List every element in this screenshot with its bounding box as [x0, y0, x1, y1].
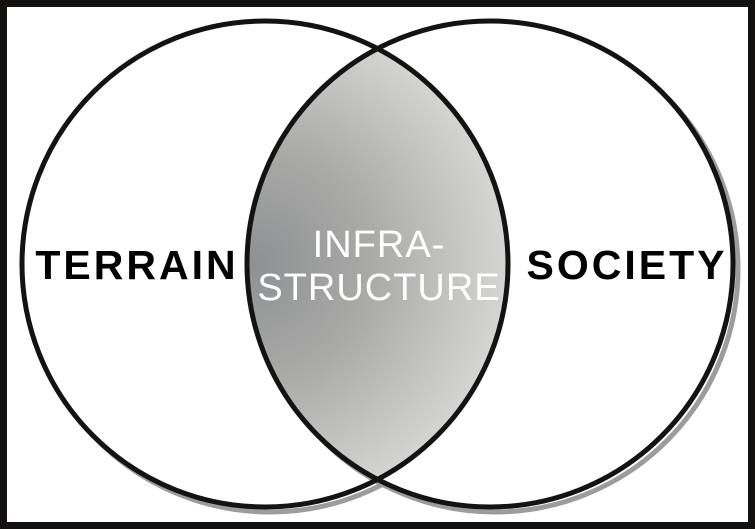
intersection-region — [246, 48, 509, 480]
intersection-label-line1: INFRA- — [313, 224, 446, 266]
right-circle-label: SOCIETY — [527, 242, 728, 288]
left-circle — [19, 18, 511, 510]
left-circle-label: TERRAIN — [35, 242, 238, 288]
right-circle — [244, 18, 736, 510]
intersection-label-line2: STRUCTURE — [257, 267, 500, 309]
